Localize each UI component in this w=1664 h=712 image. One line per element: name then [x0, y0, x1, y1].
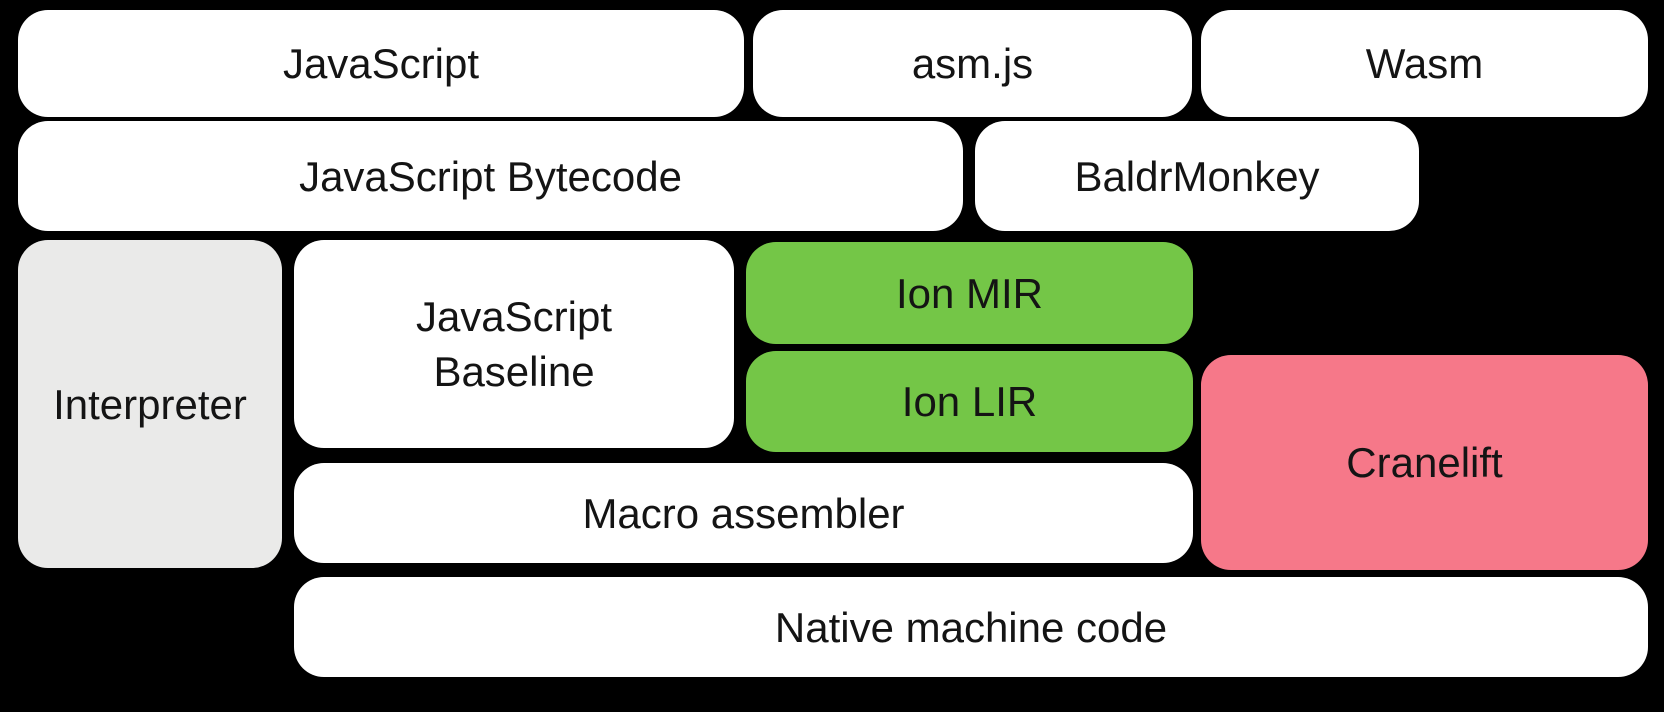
- box-cranelift-label: Cranelift: [1346, 439, 1503, 486]
- box-native-machine-code: Native machine code: [294, 577, 1648, 677]
- box-wasm-label: Wasm: [1365, 40, 1484, 87]
- box-macro-assembler-label: Macro assembler: [582, 489, 905, 537]
- box-javascript-label: JavaScript: [282, 40, 480, 87]
- box-interpreter: Interpreter: [18, 240, 282, 568]
- box-javascript-bytecode: JavaScript Bytecode: [18, 121, 963, 231]
- box-ion-mir-label: Ion MIR: [895, 269, 1044, 317]
- box-macro-assembler: Macro assembler: [294, 463, 1193, 563]
- box-native-machine-code-label: Native machine code: [774, 603, 1168, 651]
- box-asmjs: asm.js: [753, 10, 1192, 117]
- box-ion-mir: Ion MIR: [746, 242, 1193, 344]
- box-baldrmonkey: BaldrMonkey: [975, 121, 1419, 231]
- box-javascript-baseline-line2: Baseline: [433, 348, 595, 395]
- box-javascript: JavaScript: [18, 10, 744, 117]
- box-ion-lir-label: Ion LIR: [901, 378, 1038, 425]
- box-asmjs-label: asm.js: [911, 40, 1034, 87]
- box-cranelift: Cranelift: [1201, 355, 1648, 570]
- box-baldrmonkey-label: BaldrMonkey: [1074, 152, 1320, 200]
- box-ion-lir: Ion LIR: [746, 351, 1193, 452]
- box-wasm: Wasm: [1201, 10, 1648, 117]
- box-javascript-baseline-line1: JavaScript: [415, 293, 613, 340]
- box-javascript-baseline: JavaScript Baseline: [294, 240, 734, 448]
- box-interpreter-label: Interpreter: [53, 380, 247, 428]
- box-javascript-bytecode-label: JavaScript Bytecode: [299, 152, 682, 200]
